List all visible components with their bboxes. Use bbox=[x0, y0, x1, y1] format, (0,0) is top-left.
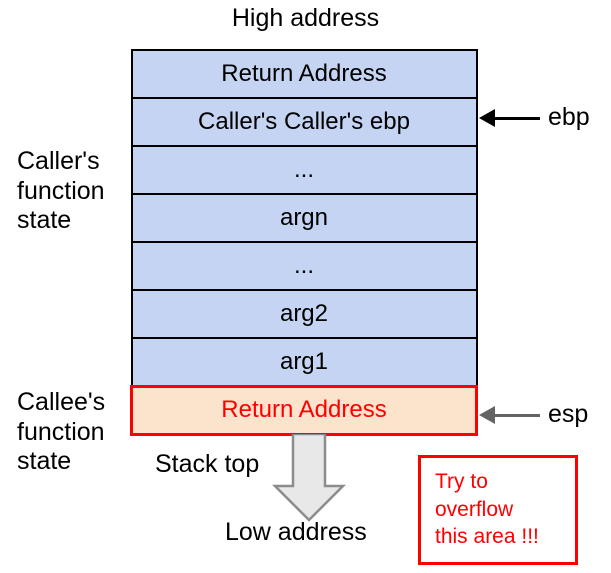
stack-cell-argn: argn bbox=[130, 193, 478, 243]
stack-cell-ellipsis-lower: ... bbox=[130, 241, 478, 291]
table-row: Caller's Caller's ebp bbox=[130, 97, 478, 147]
stack-cell-return-address-callee: Return Address bbox=[130, 384, 478, 436]
table-row: ... bbox=[130, 145, 478, 195]
stack-frame-table: Return Address Caller's Caller's ebp ...… bbox=[130, 49, 478, 436]
low-address-label: Low address bbox=[225, 518, 367, 546]
high-address-label: High address bbox=[231, 4, 380, 32]
table-row: Return Address bbox=[130, 384, 478, 436]
esp-arrow-head-icon bbox=[479, 406, 495, 424]
table-row: Return Address bbox=[130, 49, 478, 99]
stack-cell-arg1: arg1 bbox=[130, 337, 478, 387]
esp-pointer-label: esp bbox=[548, 400, 589, 428]
stack-top-label: Stack top bbox=[155, 450, 260, 478]
stack-frame-body: Return Address Caller's Caller's ebp ...… bbox=[130, 49, 478, 436]
table-row: argn bbox=[130, 193, 478, 243]
table-row: arg1 bbox=[130, 337, 478, 387]
ebp-arrow-head-icon bbox=[479, 109, 495, 127]
table-row: ... bbox=[130, 241, 478, 291]
stack-cell-return-address-caller: Return Address bbox=[130, 49, 478, 99]
stack-cell-callers-callers-ebp: Caller's Caller's ebp bbox=[130, 97, 478, 147]
esp-arrow-shaft bbox=[493, 414, 540, 417]
stack-growth-down-arrow-icon bbox=[272, 434, 346, 522]
stack-cell-ellipsis-upper: ... bbox=[130, 145, 478, 195]
ebp-pointer-label: ebp bbox=[548, 103, 590, 131]
stack-cell-arg2: arg2 bbox=[130, 289, 478, 339]
table-row: arg2 bbox=[130, 289, 478, 339]
ebp-arrow-shaft bbox=[493, 117, 540, 120]
